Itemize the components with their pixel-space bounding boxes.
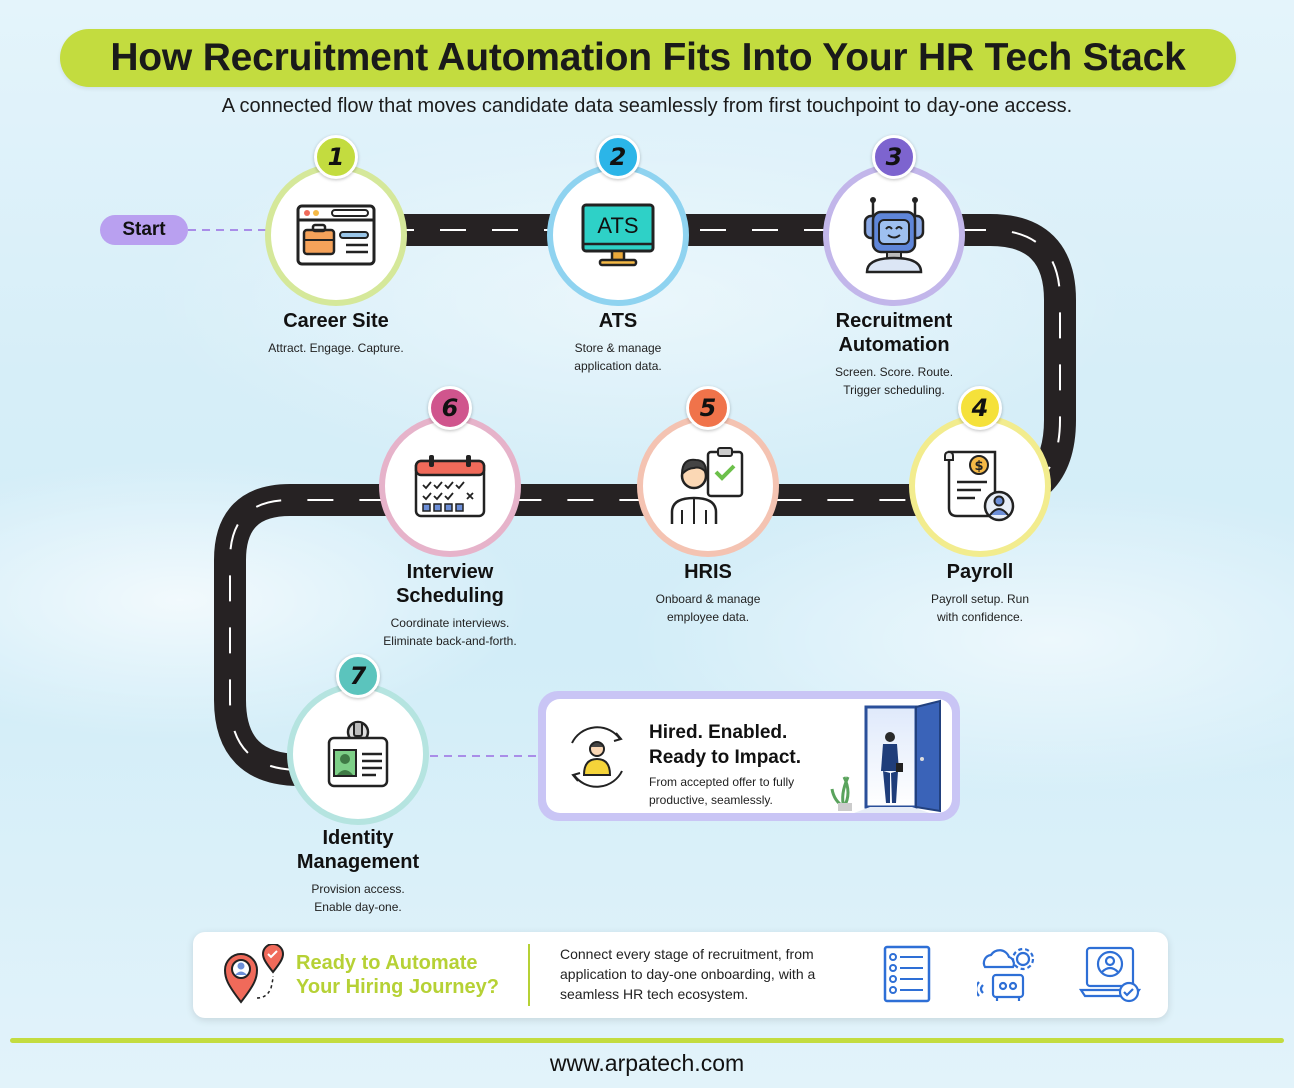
payroll-document-icon: $ [944, 450, 1015, 522]
road-center-line [229, 229, 1061, 771]
location-pins-icon [223, 944, 285, 1004]
step-1-circle [265, 164, 407, 306]
start-label: Start [100, 215, 188, 245]
cta-heading-line-1: Ready to Automate [296, 952, 478, 974]
step-3-desc-line-1: Screen. Score. Route. [834, 365, 954, 379]
step-4-circle: $ [909, 415, 1051, 557]
footer-url[interactable]: www.arpatech.com [549, 1050, 745, 1076]
person-cycle-icon [571, 726, 623, 788]
cta-heading-line-2: Your Hiring Journey? [296, 976, 499, 998]
career-site-icon [296, 204, 376, 266]
step-5-title: HRIS [684, 561, 732, 583]
footer-divider [10, 1038, 1284, 1043]
hired-card-inner: Hired. Enabled. Ready to Impact. From ac… [546, 699, 952, 813]
cloud-automation-icon [977, 947, 1035, 1001]
step-1-title: Career Site [283, 310, 389, 332]
step-6-title-line-2: Scheduling [396, 585, 504, 607]
step-3-circle [823, 164, 965, 306]
step-6-title: Interview Scheduling [350, 560, 550, 608]
step-6-desc-line-2: Eliminate back-and-forth. [383, 634, 517, 648]
hired-title-line-1: Hired. Enabled. [649, 722, 788, 743]
step-7-desc-line-1: Provision access. [311, 882, 405, 896]
step-6-badge: 6 [428, 386, 472, 430]
cta-text-line-3: seamless HR tech ecosystem. [560, 986, 749, 1002]
step-6-desc: Coordinate interviews. Eliminate back-an… [350, 614, 550, 650]
hired-desc-line-1: From accepted offer to fully [649, 775, 795, 789]
laptop-user-icon [1079, 946, 1141, 1003]
hired-title-line-2: Ready to Impact. [649, 747, 802, 768]
step-5-desc: Onboard & manage employee data. [608, 590, 808, 626]
svg-text:$: $ [974, 459, 983, 474]
step-5-circle [637, 415, 779, 557]
step-3-desc: Screen. Score. Route. Trigger scheduling… [794, 363, 994, 399]
step-6-title-line-1: Interview [406, 561, 494, 583]
step-5-desc-line-1: Onboard & manage [655, 592, 761, 606]
step-4-desc-line-1: Payroll setup. Run [930, 592, 1030, 606]
step-4-title: Payroll [946, 561, 1014, 583]
hired-title: Hired. Enabled. Ready to Impact. [649, 720, 801, 770]
id-badge-icon [327, 720, 389, 788]
step-2-desc-line-1: Store & manage [574, 341, 662, 355]
step-2-circle: ATS [547, 164, 689, 306]
ats-monitor-icon: ATS [581, 203, 655, 267]
step-3-title-line-2: Automation [838, 334, 950, 356]
step-2-badge: 2 [596, 135, 640, 179]
step-7-title-line-2: Management [296, 851, 420, 873]
step-4-badge: 4 [958, 386, 1002, 430]
hired-desc-line-2: productive, seamlessly. [649, 793, 773, 807]
page-subtitle: A connected flow that moves candidate da… [221, 95, 1073, 117]
step-3-desc-line-2: Trigger scheduling. [843, 383, 945, 397]
step-5-badge: 5 [686, 386, 730, 430]
step-4-desc-line-2: with confidence. [936, 610, 1024, 624]
step-7-desc: Provision access. Enable day-one. [258, 880, 458, 916]
step-2-title: ATS [598, 310, 638, 332]
cta-text: Connect every stage of recruitment, from… [560, 944, 850, 1004]
step-2-desc-line-2: application data. [574, 359, 662, 373]
step-1-badge: 1 [314, 135, 358, 179]
cta-heading: Ready to Automate Your Hiring Journey? [296, 951, 499, 999]
hired-desc: From accepted offer to fully productive,… [649, 773, 819, 809]
open-door-icon [830, 699, 941, 813]
robot-icon [863, 197, 925, 274]
step-7-title-line-1: Identity [322, 827, 394, 849]
step-2-desc: Store & manage application data. [518, 339, 718, 375]
step-6-desc-line-1: Coordinate interviews. [390, 616, 510, 630]
step-3-title: Recruitment Automation [794, 309, 994, 357]
checklist-icon [883, 945, 931, 1003]
title-banner: How Recruitment Automation Fits Into You… [60, 29, 1236, 87]
step-5-desc-line-2: employee data. [666, 610, 750, 624]
hired-card: Hired. Enabled. Ready to Impact. From ac… [538, 691, 960, 821]
ats-screen-text: ATS [597, 213, 638, 238]
step-7-desc-line-2: Enable day-one. [314, 900, 402, 914]
step-7-badge: 7 [336, 654, 380, 698]
cta-bar: Ready to Automate Your Hiring Journey? C… [193, 932, 1168, 1018]
step-3-title-line-1: Recruitment [835, 310, 953, 332]
step-4-desc: Payroll setup. Run with confidence. [880, 590, 1080, 626]
cta-text-line-2: application to day-one onboarding, with … [560, 966, 816, 982]
cta-divider [528, 944, 530, 1006]
step-3-badge: 3 [872, 135, 916, 179]
step-7-title: Identity Management [258, 826, 458, 874]
page-title: How Recruitment Automation Fits Into You… [110, 36, 1186, 79]
step-1-desc: Attract. Engage. Capture. [268, 341, 404, 355]
calendar-icon [414, 455, 486, 518]
employee-checklist-icon [670, 447, 744, 524]
step-6-circle [379, 415, 521, 557]
step-7-circle [287, 683, 429, 825]
cta-text-line-1: Connect every stage of recruitment, from [560, 946, 814, 962]
